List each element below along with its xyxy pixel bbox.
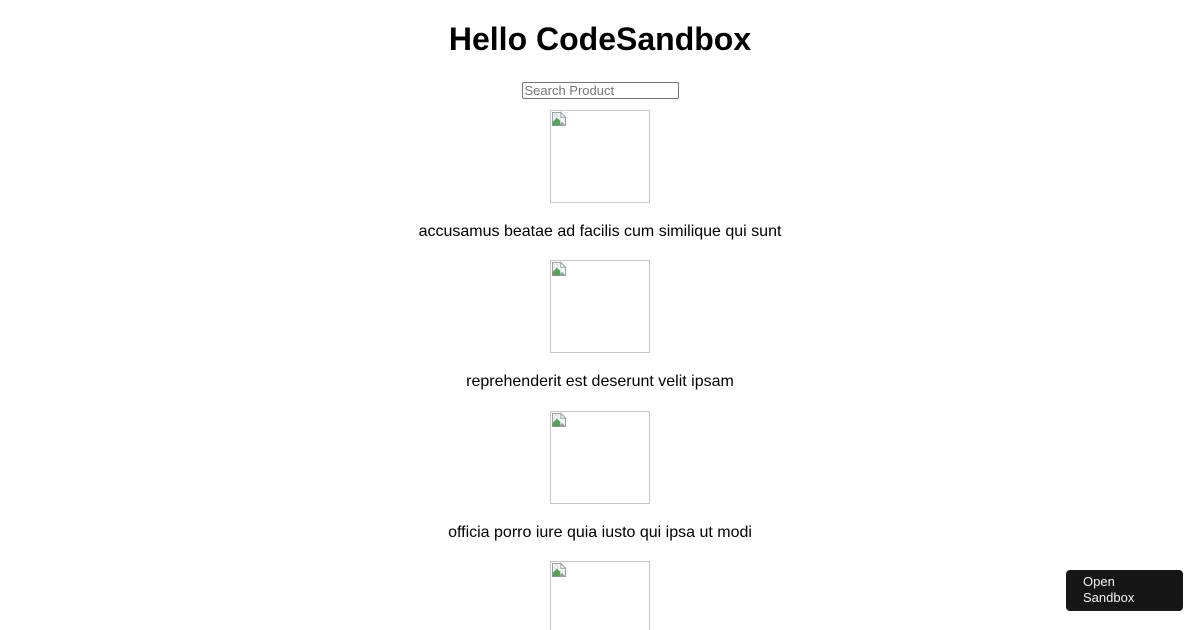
product-image-placeholder [550,410,650,504]
product-item: reprehenderit est deserunt velit ipsam [0,260,1200,391]
product-name: reprehenderit est deserunt velit ipsam [466,373,734,391]
page-title: Hello CodeSandbox [448,21,752,57]
product-image-placeholder [550,560,650,630]
search-row [0,81,1200,100]
product-item: accusamus beatae ad facilis cum similiqu… [0,109,1200,241]
product-image-placeholder [550,260,650,354]
search-input[interactable] [521,81,679,99]
product-image-placeholder [550,109,650,203]
broken-image-icon [552,111,567,126]
product-list: accusamus beatae ad facilis cum similiqu… [0,109,1200,630]
product-name: officia porro iure quia iusto qui ipsa u… [448,523,752,541]
app-root: Hello CodeSandbox accusamus beatae ad fa… [0,21,1200,630]
open-sandbox-label: Open Sandbox [1083,574,1135,605]
product-item: officia porro iure quia iusto qui ipsa u… [0,410,1200,542]
broken-image-icon [552,261,567,277]
product-item [0,560,1200,630]
product-name: accusamus beatae ad facilis cum similiqu… [418,222,782,240]
broken-image-icon [552,562,567,577]
open-sandbox-button[interactable]: Open Sandbox [1066,570,1183,611]
broken-image-icon [552,411,567,427]
